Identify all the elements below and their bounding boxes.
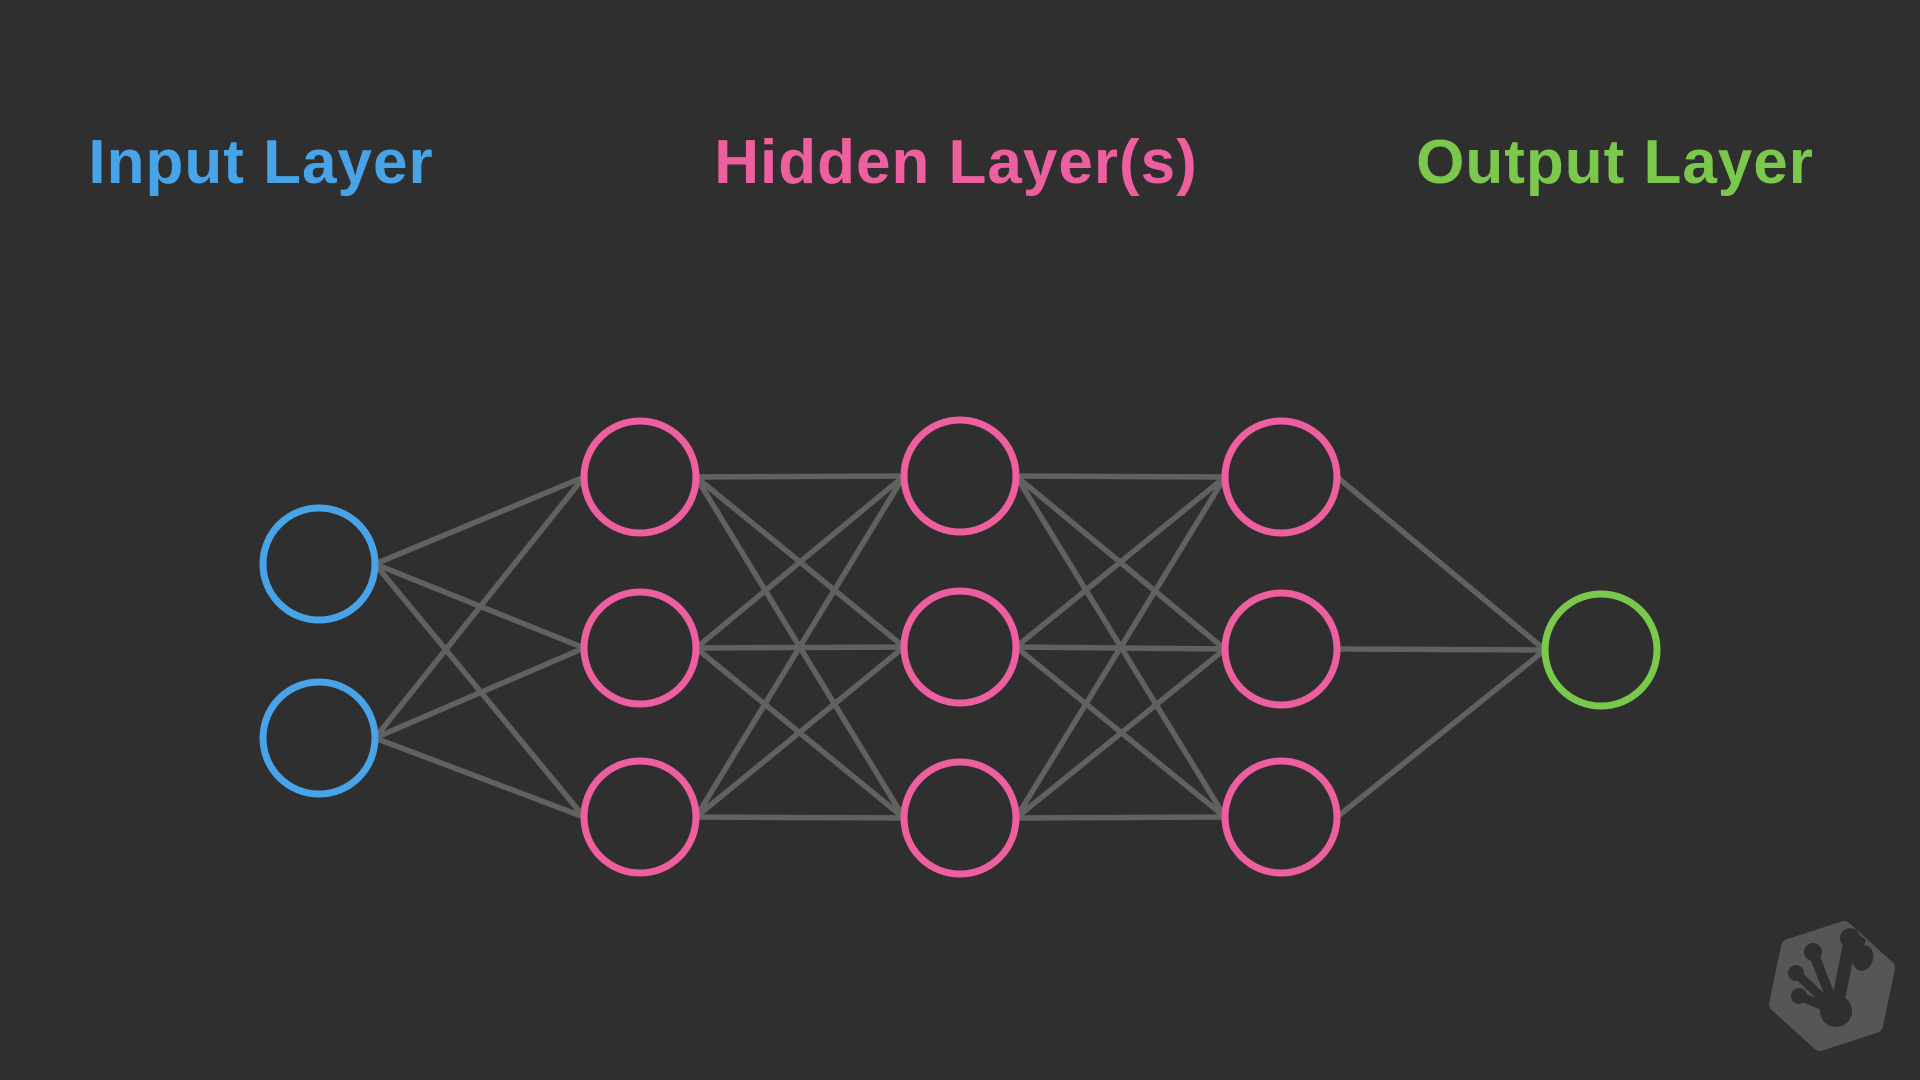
network-edge xyxy=(1336,646,1546,653)
network-edge xyxy=(694,644,906,820)
network-edge xyxy=(373,474,586,567)
network-edge xyxy=(374,735,585,820)
network-edge xyxy=(372,475,587,740)
hidden-1-node-3 xyxy=(580,757,700,877)
network-edge xyxy=(1014,474,1227,650)
logo-footprint-cutout xyxy=(1788,928,1874,1027)
network-edge xyxy=(1335,647,1547,820)
input-node-1 xyxy=(259,504,379,624)
output-layer-label: Output Layer xyxy=(1416,128,1814,197)
network-edge xyxy=(373,645,586,741)
network-edge xyxy=(1013,475,1228,820)
hidden-2-node-1 xyxy=(900,416,1020,536)
network-edge xyxy=(1335,474,1547,653)
hidden-3-node-3 xyxy=(1221,757,1341,877)
network-edge xyxy=(1015,814,1226,821)
input-layer-label: Input Layer xyxy=(88,128,434,197)
output-node-1 xyxy=(1541,590,1661,710)
network-edge xyxy=(1014,646,1227,821)
input-node-2 xyxy=(259,678,379,798)
hidden-3-node-1 xyxy=(1221,417,1341,537)
network-edge xyxy=(695,473,905,480)
hidden-2-node-2 xyxy=(900,587,1020,707)
network-edge xyxy=(1015,473,1226,480)
hidden-1-node-2 xyxy=(580,588,700,708)
hexagon-footprint-logo-icon xyxy=(1769,921,1895,1051)
network-edge xyxy=(695,814,905,821)
hidden-layer-label: Hidden Layer(s) xyxy=(714,128,1198,197)
network-edge xyxy=(694,473,906,651)
network-edge xyxy=(693,474,907,819)
hidden-2-node-3 xyxy=(900,758,1020,878)
hidden-3-node-2 xyxy=(1221,589,1341,709)
hidden-1-node-1 xyxy=(580,417,700,537)
